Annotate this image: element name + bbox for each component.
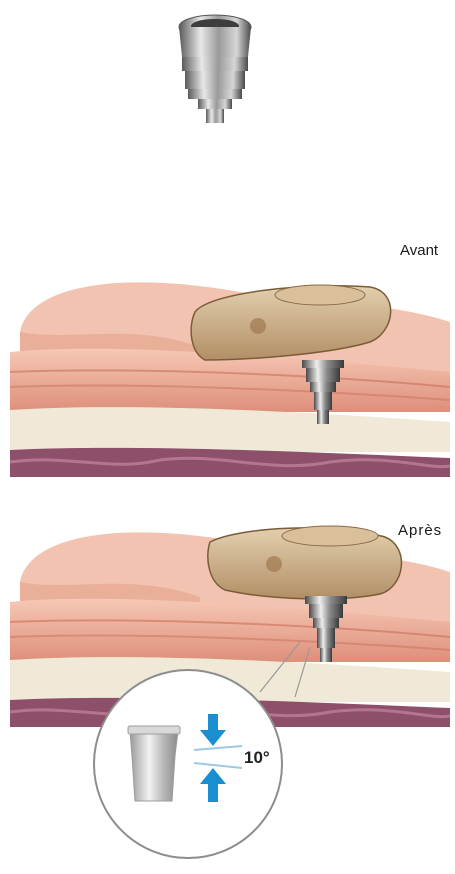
before-illustration bbox=[10, 262, 450, 477]
angle-label: 10° bbox=[244, 748, 270, 768]
abutment-image bbox=[160, 5, 270, 130]
before-label: Avant bbox=[400, 242, 438, 259]
